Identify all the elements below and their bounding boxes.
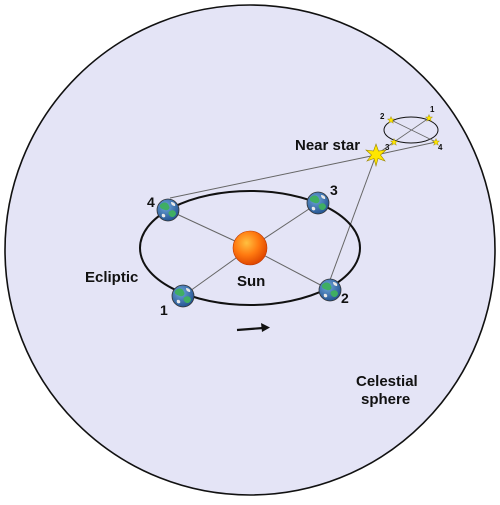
sun-label: Sun <box>237 273 265 290</box>
earth-position-4-label: 4 <box>147 194 155 210</box>
celestial-sphere-label-line1: Celestial <box>356 373 418 390</box>
ecliptic-label: Ecliptic <box>85 269 138 286</box>
earth-globe-icon <box>306 191 330 215</box>
sight-line-2 <box>329 154 377 281</box>
apparent-position-ellipse <box>383 116 439 144</box>
sun-icon <box>232 230 268 266</box>
apparent-position-2-label: 2 <box>380 112 385 121</box>
near-star-label: Near star <box>295 137 360 154</box>
celestial-sphere-label-line2: sphere <box>361 391 410 408</box>
apparent-position-3-label: 3 <box>385 143 390 152</box>
star-burst-icon <box>365 143 387 168</box>
arrow-right-icon <box>236 323 270 332</box>
apparent-cross-a <box>390 119 437 143</box>
ecliptic-orbit <box>139 190 361 306</box>
apparent-cross-b <box>393 117 430 143</box>
sight-line-ext-4 <box>375 141 437 156</box>
earth-position-2-label: 2 <box>341 290 349 306</box>
apparent-position-4-label: 4 <box>438 143 443 152</box>
earth-globe-icon <box>171 284 195 308</box>
earth-globe-icon <box>318 278 342 302</box>
earth-position-3-label: 3 <box>330 182 338 198</box>
earth-globe-icon <box>156 198 180 222</box>
earth-position-1-label: 1 <box>160 302 168 318</box>
apparent-position-1-label: 1 <box>430 105 435 114</box>
sight-line-4 <box>169 154 377 199</box>
